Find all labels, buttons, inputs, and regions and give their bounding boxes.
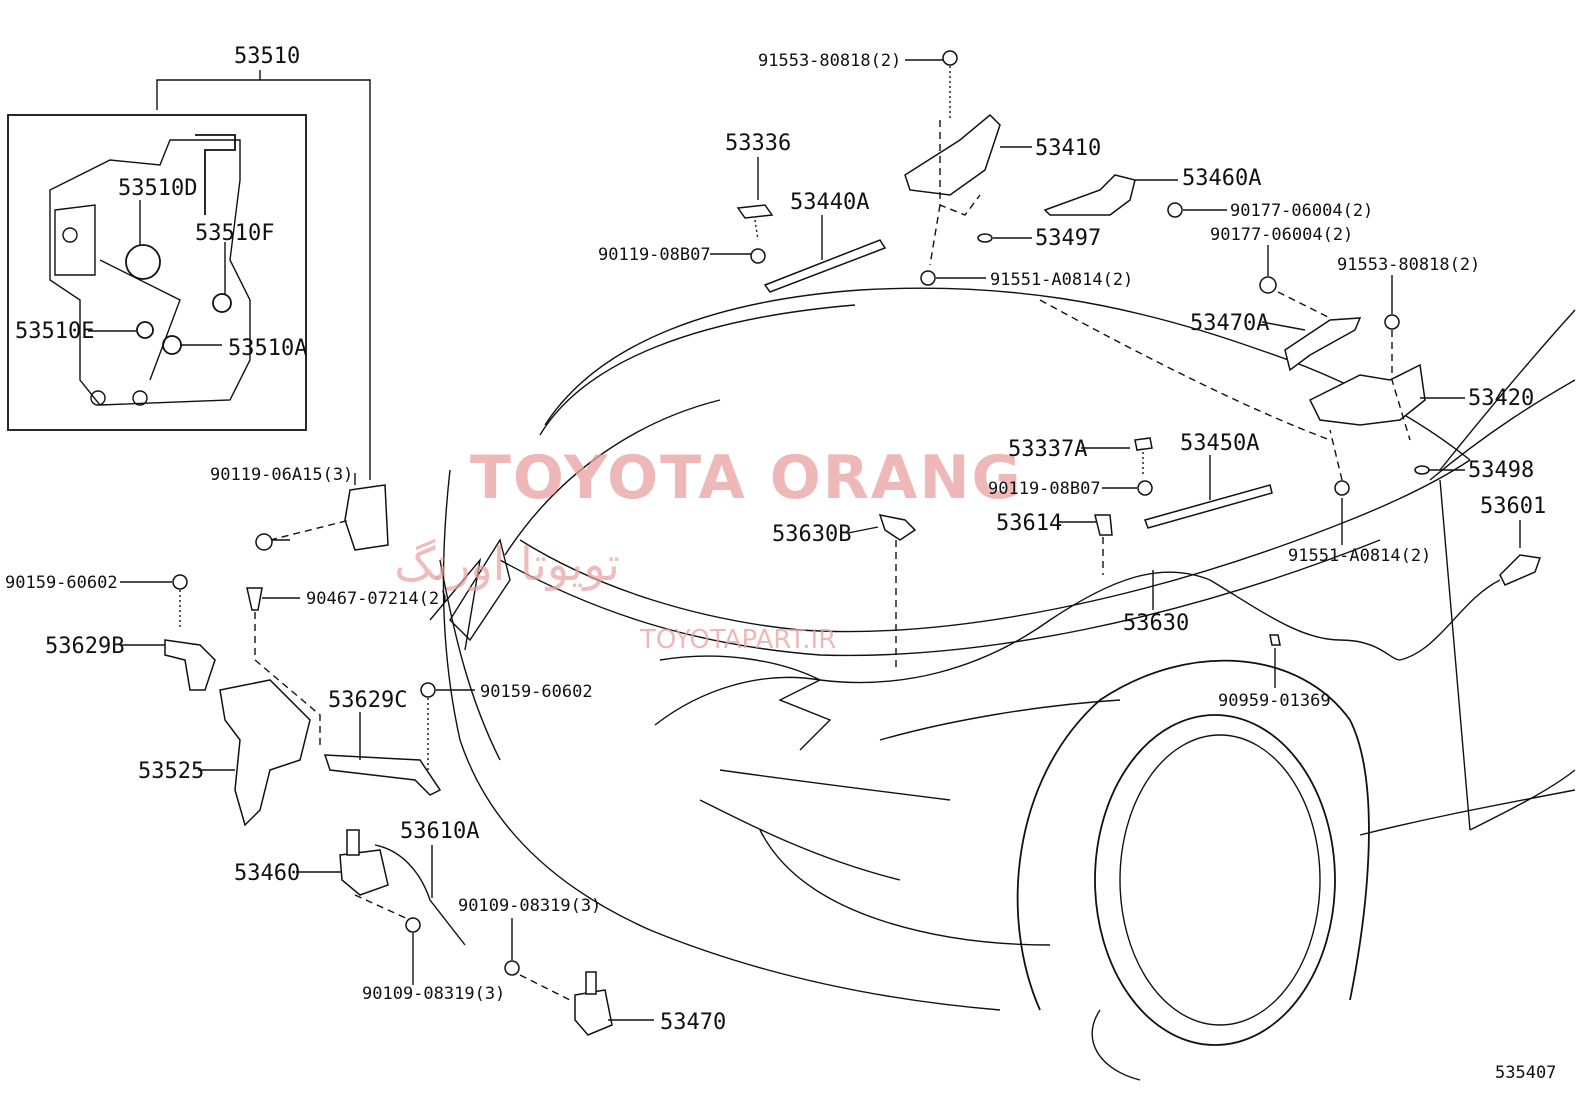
label-91551-A0814-top: 91551-A0814(2): [990, 270, 1133, 290]
leader-53510: [156, 79, 371, 480]
part-labels: 53510 53510D 53510F 53510E 53510A 90119-…: [5, 44, 1556, 1083]
label-53510D: 53510D: [118, 176, 197, 201]
label-90159-60602-mid: 90159-60602: [480, 682, 593, 702]
inset-frame: [7, 114, 307, 431]
label-90109-08319-right: 90109-08319(3): [458, 896, 601, 916]
label-53510: 53510: [234, 44, 300, 69]
hinge-parts: [659, 50, 1542, 684]
label-53470: 53470: [660, 1010, 726, 1035]
label-53450A: 53450A: [1180, 431, 1259, 456]
label-53497: 53497: [1035, 226, 1101, 251]
label-53498: 53498: [1468, 458, 1534, 483]
label-53420: 53420: [1468, 386, 1534, 411]
label-91553-80818-top: 91553-80818(2): [758, 51, 901, 71]
watermark-brand: TOYOTA ORANG: [470, 443, 1023, 513]
hood-lock-inset: [7, 70, 371, 480]
label-53630: 53630: [1123, 611, 1189, 636]
diagram-id: 535407: [1495, 1063, 1556, 1083]
label-90159-60602-top: 90159-60602: [5, 573, 118, 593]
label-91553-80818-right: 91553-80818(2): [1337, 255, 1480, 275]
label-90959-01369: 90959-01369: [1218, 691, 1331, 711]
label-53610A: 53610A: [400, 819, 479, 844]
watermark: TOYOTA ORANG تویوتا اورنگ TOYOTAPART.IR: [394, 443, 1023, 655]
label-53525: 53525: [138, 759, 204, 784]
label-53629B: 53629B: [45, 634, 124, 659]
label-91551-A0814-right: 91551-A0814(2): [1288, 546, 1431, 566]
label-53614: 53614: [996, 511, 1062, 536]
watermark-brand-fa: تویوتا اورنگ: [394, 537, 620, 592]
label-90177-06004-a: 90177-06004(2): [1230, 201, 1373, 221]
label-53440A: 53440A: [790, 190, 869, 215]
label-90119-08B07-right: 90119-08B07: [988, 479, 1101, 499]
label-53460: 53460: [234, 861, 300, 886]
label-53460A: 53460A: [1182, 166, 1261, 191]
label-53510E: 53510E: [15, 319, 94, 344]
watermark-site: TOYOTAPART.IR: [639, 625, 836, 655]
label-53510F: 53510F: [195, 221, 274, 246]
leader-lines: [120, 59, 1521, 1021]
label-90177-06004-b: 90177-06004(2): [1210, 225, 1353, 245]
label-53629C: 53629C: [328, 688, 407, 713]
label-53601: 53601: [1480, 494, 1546, 519]
label-90119-06A15: 90119-06A15(3): [210, 465, 353, 485]
left-parts: [164, 484, 613, 1036]
label-90109-08319-left: 90109-08319(3): [362, 984, 505, 1004]
label-53470A: 53470A: [1190, 311, 1269, 336]
car-body-outline: [429, 287, 1576, 1081]
label-53630B: 53630B: [772, 522, 851, 547]
label-90467-07214: 90467-07214(2): [306, 589, 449, 609]
label-53337A: 53337A: [1008, 437, 1087, 462]
label-90119-08B07-left: 90119-08B07: [598, 245, 711, 265]
label-53336: 53336: [725, 131, 791, 156]
label-53410: 53410: [1035, 136, 1101, 161]
label-53510A: 53510A: [228, 336, 307, 361]
